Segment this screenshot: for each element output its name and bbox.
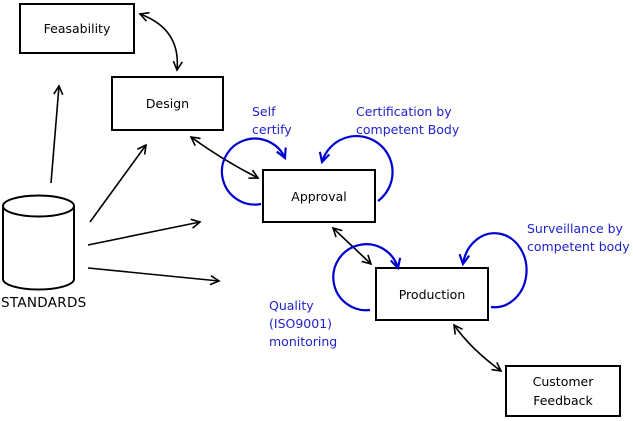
node-feasability: Feasability [19, 3, 135, 54]
arrow-standards-to-approval [87, 218, 202, 246]
arrow-feasability-design [138, 11, 183, 72]
node-feasability-label: Feasability [43, 21, 111, 36]
node-production: Production [375, 267, 489, 321]
arrow-production-customer-feedback [453, 323, 503, 373]
annotation-certification: Certification by competent Body [356, 104, 460, 137]
node-approval: Approval [262, 169, 376, 223]
node-customer-feedback: Customer Feedback [505, 365, 621, 417]
arrow-approval-production [331, 226, 373, 266]
annotation-self-certify: Self certify [252, 104, 292, 137]
annotation-quality-monitoring: Quality (ISO9001) monitoring [269, 298, 338, 349]
node-customer-feedback-label: Customer Feedback [532, 374, 594, 408]
standards-cylinder-shape [2, 194, 75, 291]
node-design-label: Design [145, 96, 190, 111]
node-design: Design [111, 76, 224, 131]
arrow-standards-to-feasability [50, 84, 64, 184]
arrow-standards-to-production [87, 267, 221, 286]
node-approval-label: Approval [291, 188, 347, 204]
arrow-design-approval [189, 135, 260, 179]
node-production-label: Production [398, 286, 466, 302]
arrow-standards-to-design [89, 143, 148, 223]
standards-label: STANDARDS [1, 295, 87, 311]
annotation-surveillance: Surveillance by competent body [527, 221, 630, 254]
